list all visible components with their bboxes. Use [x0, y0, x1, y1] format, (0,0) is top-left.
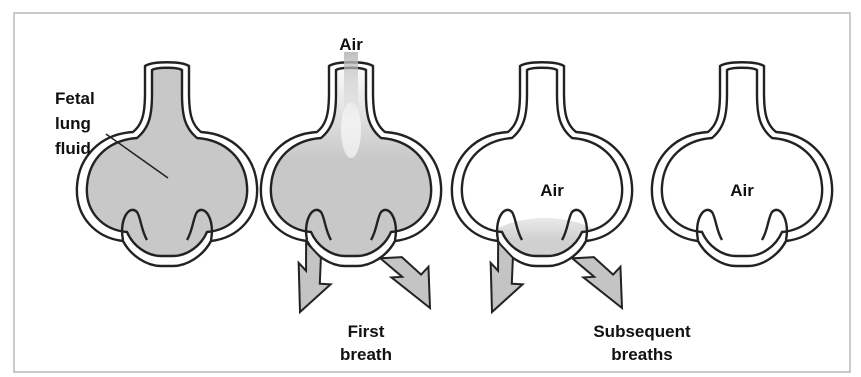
label-lung: lung [55, 114, 91, 133]
label-air-stage3: Air [540, 181, 564, 200]
label-subsequent: Subsequent [593, 322, 691, 341]
label-air-stage4: Air [730, 181, 754, 200]
arrow-right-1 [380, 241, 444, 318]
label-breaths: breaths [611, 345, 672, 364]
label-fetal: Fetal [55, 89, 95, 108]
alveolus-stage-1 [77, 62, 257, 266]
label-breath: breath [340, 345, 392, 364]
air-stream [344, 52, 358, 124]
label-air-top: Air [339, 35, 363, 54]
alveolus-stage-3 [452, 62, 640, 278]
alveolus-stage-4 [652, 62, 832, 266]
label-first: First [348, 322, 385, 341]
label-fluid: fluid [55, 139, 91, 158]
arrow-right-2 [572, 241, 636, 318]
